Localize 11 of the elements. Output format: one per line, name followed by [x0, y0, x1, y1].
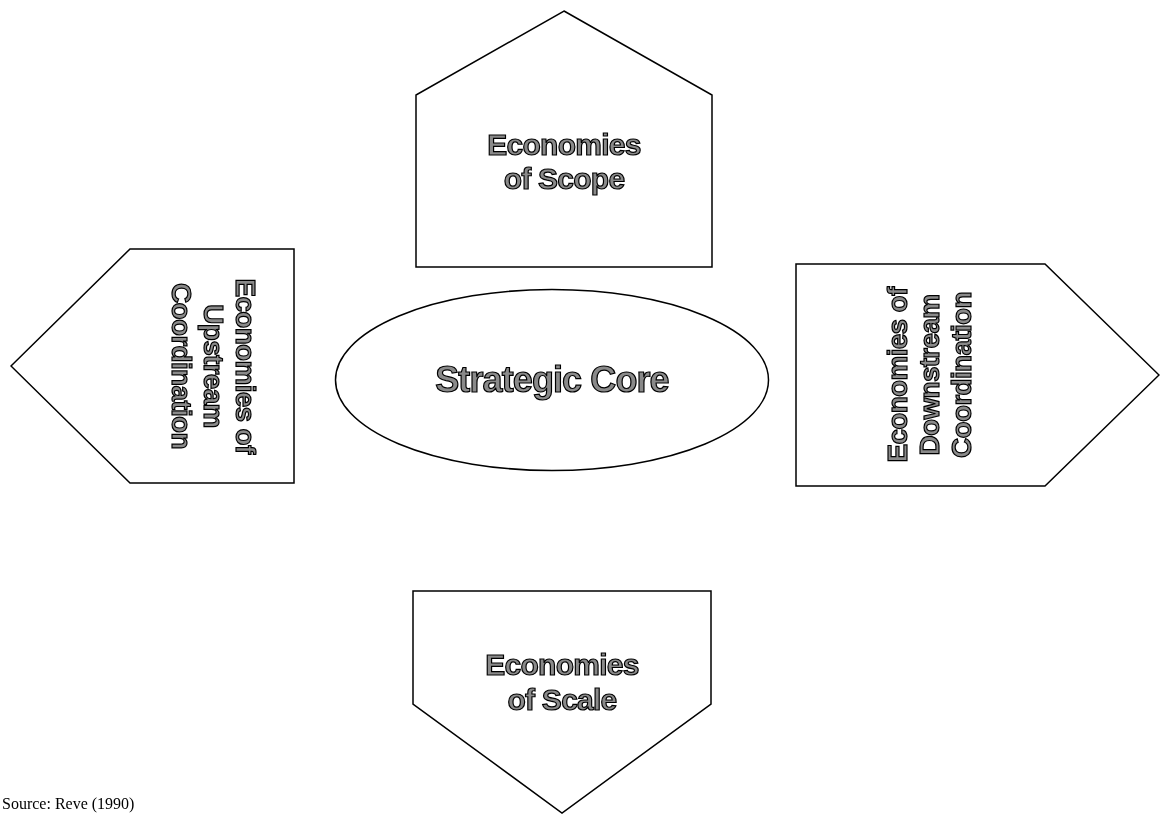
source-caption: Source: Reve (1990) [2, 794, 135, 815]
node-label: Strategic Core [434, 359, 670, 401]
pentagon-arrow-box [415, 10, 713, 268]
pentagon-arrow-box [795, 263, 1160, 487]
node-label: Economies of Scale [484, 647, 640, 717]
node-label: Economies of Upstream Coordination [164, 277, 261, 457]
pentagon-arrow-box [10, 248, 295, 484]
node-label: Economies of Downstream Coordination [881, 285, 979, 465]
node-label: Economies of Scope [486, 127, 642, 196]
pentagon-arrow-box [412, 590, 712, 814]
ellipse-node [334, 288, 770, 472]
